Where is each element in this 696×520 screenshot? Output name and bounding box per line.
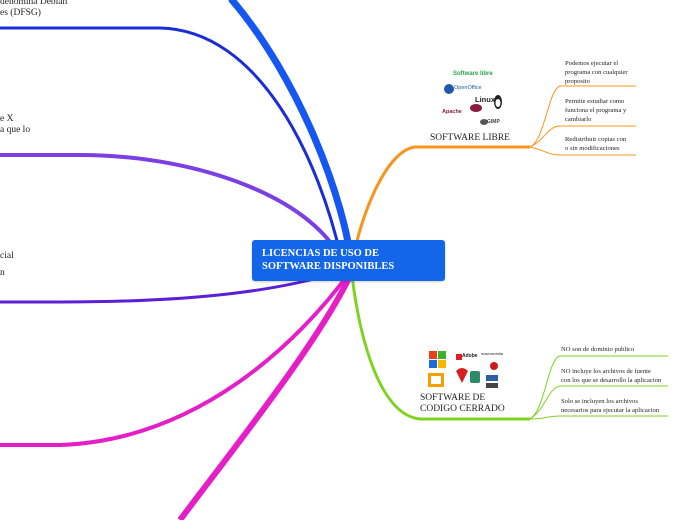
branch-connector-blue bbox=[228, 0, 356, 272]
gimp-logo-text: GIMP bbox=[487, 119, 500, 125]
software-cerrado-logos[interactable]: Adobe macromedia bbox=[426, 349, 506, 391]
subtopic-cerrado-2[interactable]: NO incluye los archivos de fuente con lo… bbox=[561, 368, 662, 384]
subtopic-libre-3[interactable]: Redistribuir copias con o sin modificaci… bbox=[565, 136, 627, 152]
apache-logo-text: Apache bbox=[442, 109, 462, 115]
branch-connector-magenta-a bbox=[0, 270, 352, 447]
branch-connector-blue-sub bbox=[0, 26, 344, 263]
logos-caption: Software libre bbox=[453, 71, 493, 77]
branch-connector-orange bbox=[350, 145, 530, 263]
subtopic-cerrado-1[interactable]: NO son de dominio publico bbox=[561, 346, 635, 353]
connector-cerrado-3 bbox=[529, 415, 668, 420]
connector-cerrado-2 bbox=[529, 385, 668, 420]
connector-cerrado-1 bbox=[529, 355, 668, 420]
fragment-indigo[interactable]: cial n bbox=[0, 251, 14, 279]
fragment-purple[interactable]: e X a que lo bbox=[0, 114, 31, 136]
branch-connector-green bbox=[350, 275, 530, 421]
adobe-logo-text: Adobe bbox=[462, 353, 478, 359]
software-libre-logos[interactable]: Software libre OpenOffice Linux Apache G… bbox=[440, 68, 510, 132]
subtopic-libre-2[interactable]: Permite estudiar como funciona el progra… bbox=[565, 98, 627, 123]
branch-connector-magenta-b bbox=[177, 270, 355, 520]
connector-libre-2 bbox=[529, 125, 636, 148]
subtopic-libre-1[interactable]: Podemos ejecutar el programa con cualqui… bbox=[565, 60, 628, 85]
macromedia-logo-text: macromedia bbox=[481, 351, 504, 356]
topic-software-libre[interactable]: SOFTWARE LIBRE bbox=[430, 133, 510, 143]
linux-logo-text: Linux bbox=[475, 95, 495, 104]
central-topic[interactable]: LICENCIAS DE USO DE SOFTWARE DISPONIBLES bbox=[252, 240, 445, 281]
logo-collage-icon bbox=[444, 84, 502, 125]
openoffice-logo-text: OpenOffice bbox=[454, 85, 482, 91]
connector-libre-1 bbox=[529, 85, 636, 148]
fragment-blue[interactable]: denomina Debian es (DFSG) bbox=[0, 0, 68, 19]
topic-software-codigo-cerrado[interactable]: SOFTWARE DE CODIGO CERRADO bbox=[420, 393, 505, 415]
connector-libre-3 bbox=[529, 146, 636, 156]
subtopic-cerrado-3[interactable]: Solo se incluyen los archivos necesarios… bbox=[561, 398, 660, 414]
proprietary-logo-collage-icon bbox=[428, 351, 498, 388]
